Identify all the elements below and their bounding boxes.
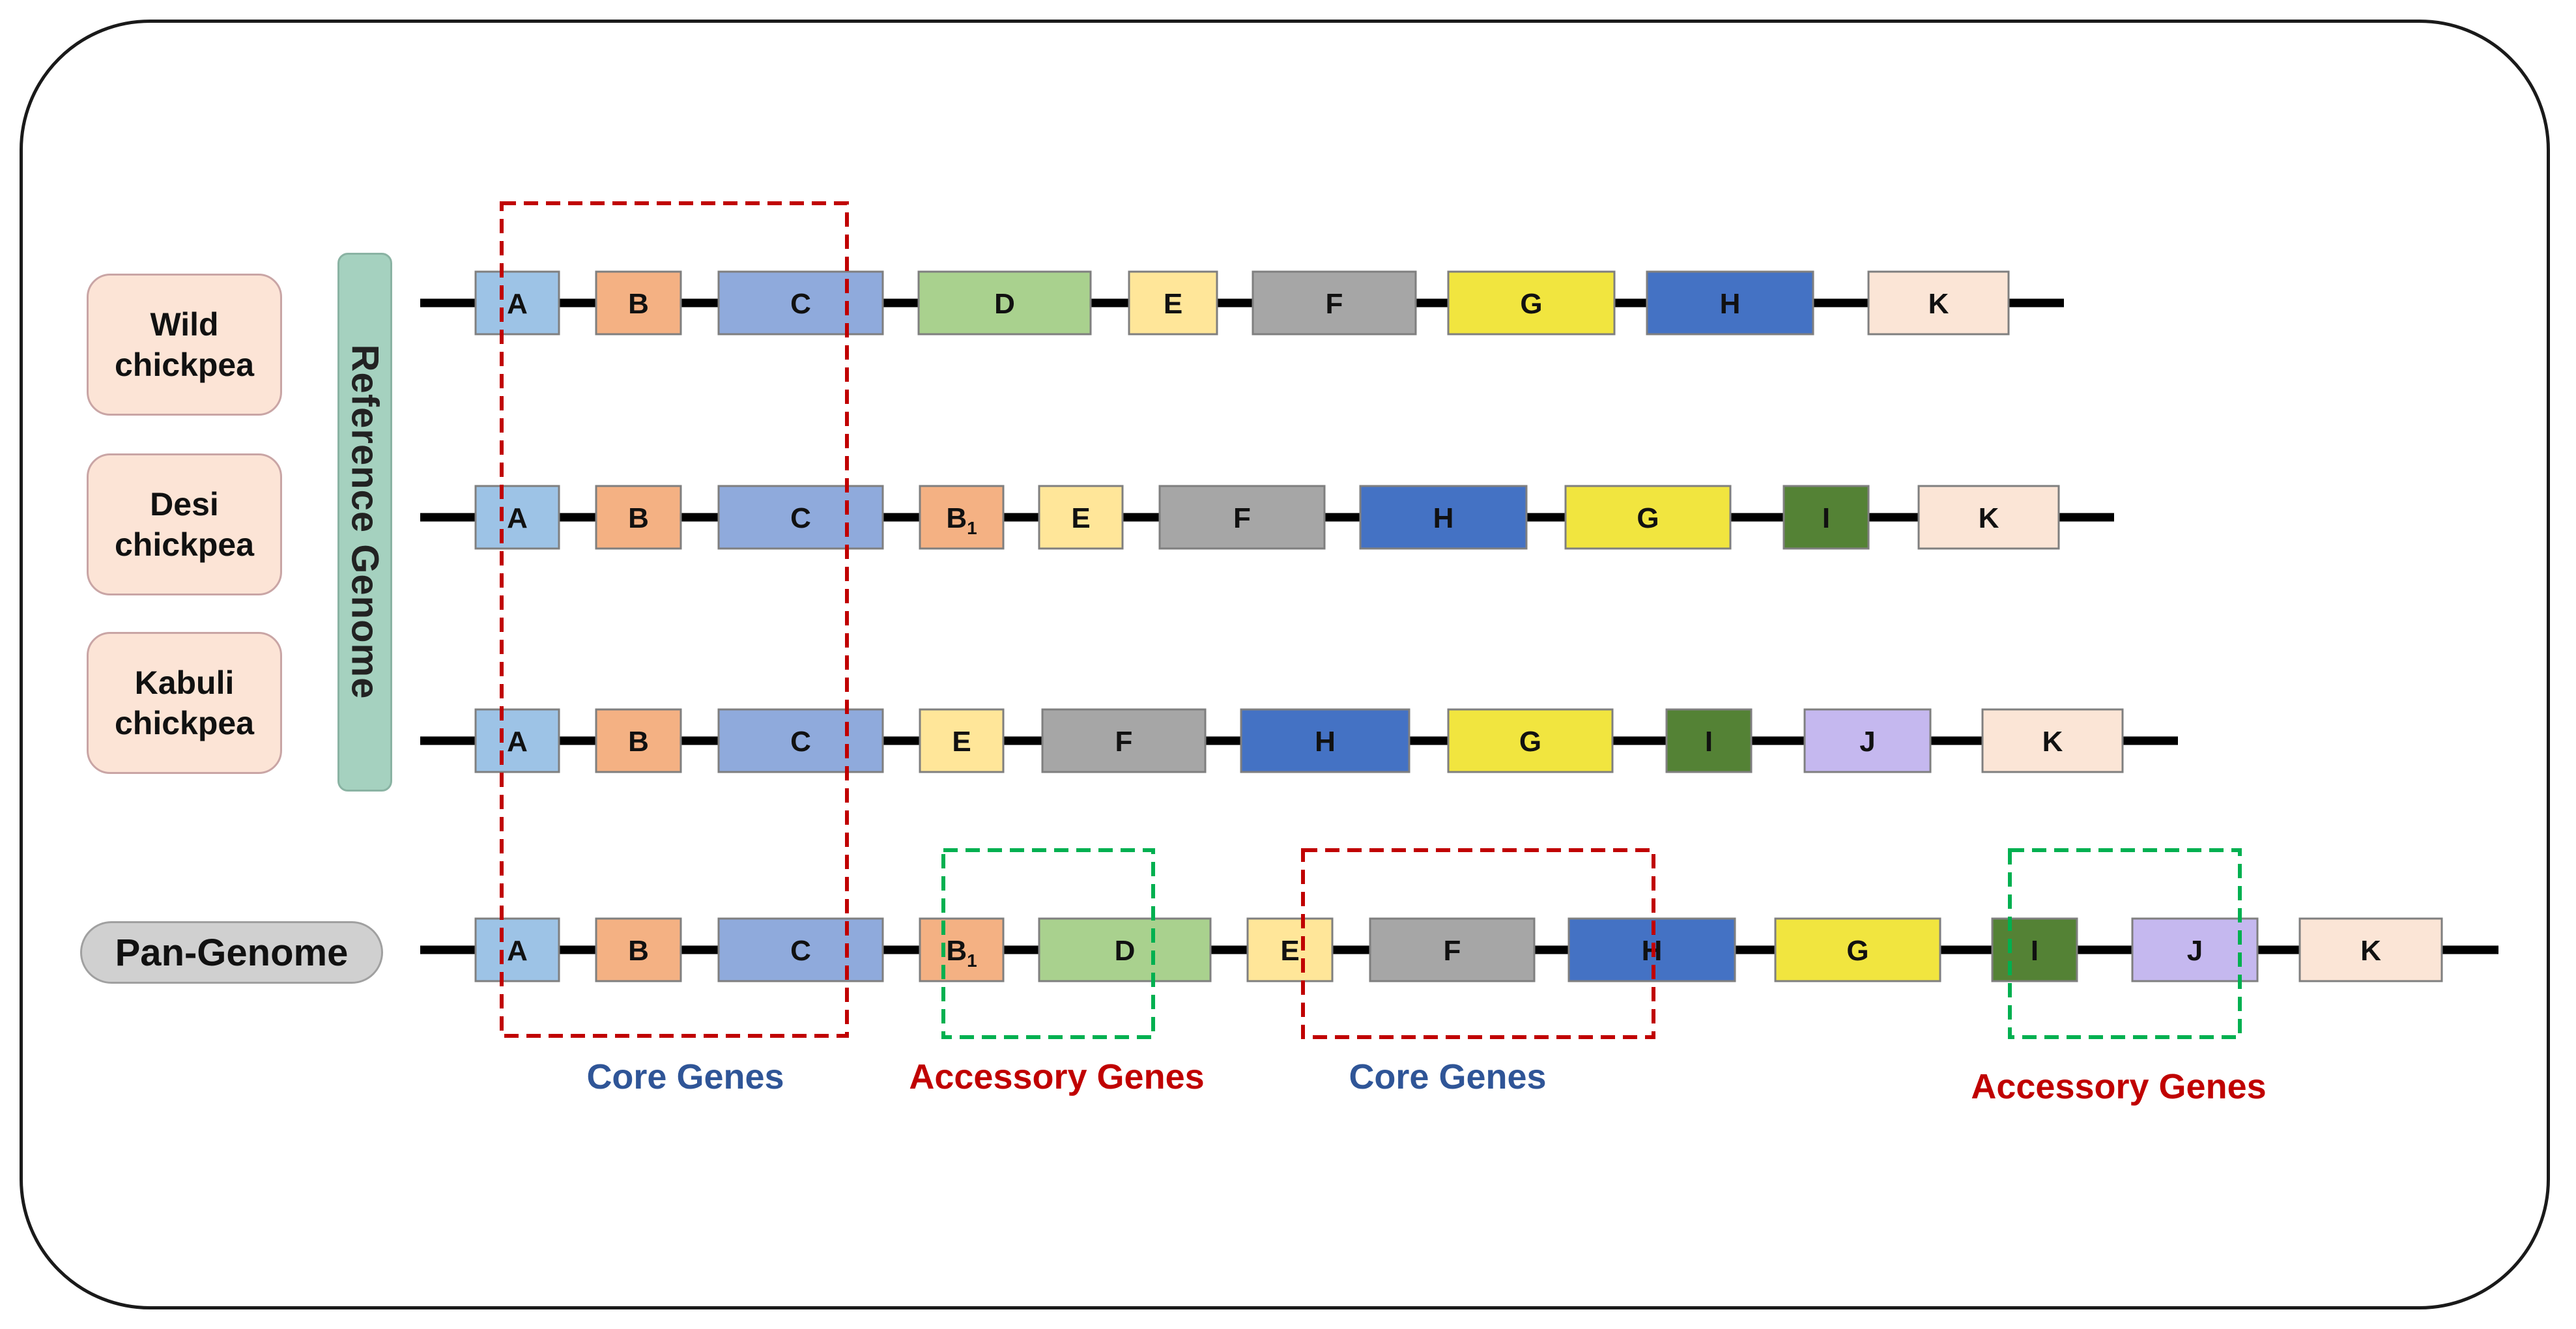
caption-accessory-genes-1: Accessory Genes <box>909 1057 1205 1096</box>
gene-box-c-row-1 <box>717 270 884 336</box>
gene-box-e-row-2 <box>1038 485 1124 550</box>
gene-label-b1-row-4: B1 <box>946 935 977 971</box>
gene-box-f-row-4 <box>1369 917 1536 982</box>
gene-label-g-row-3: G <box>1519 726 1541 758</box>
gene-label-i-row-2: I <box>1822 502 1830 534</box>
gene-box-d-row-4 <box>1038 917 1212 982</box>
gene-box-i-row-4 <box>1991 917 2078 982</box>
gene-box-k-row-3 <box>1981 708 2124 773</box>
gene-box-a-row-2 <box>474 485 560 550</box>
gene-label-b-row-4: B <box>628 935 649 967</box>
caption-core-genes-1: Core Genes <box>586 1057 784 1096</box>
gene-label-e-row-2: E <box>1071 502 1090 534</box>
gene-label-e-row-4: E <box>1280 935 1299 967</box>
gene-box-j-row-4 <box>2131 917 2259 982</box>
gene-box-b-row-4 <box>595 917 682 982</box>
gene-box-b1-row-4 <box>919 917 1005 982</box>
gene-label-g-row-4: G <box>1846 935 1868 967</box>
gene-label-c-row-3: C <box>790 726 811 758</box>
gene-box-b-row-2 <box>595 485 682 550</box>
gene-box-b-row-3 <box>595 708 682 773</box>
gene-label-b-row-1: B <box>628 288 649 320</box>
gene-box-b-row-1 <box>595 270 682 336</box>
accessory-genes-group-ij <box>2008 848 2242 1039</box>
gene-box-b1-row-2 <box>919 485 1005 550</box>
gene-box-h-row-1 <box>1646 270 1814 336</box>
gene-label-k-row-3: K <box>2042 726 2063 758</box>
strain-label-kabuli: Kabuli chickpea <box>87 632 282 774</box>
gene-box-a-row-3 <box>474 708 560 773</box>
gene-label-d-row-4: D <box>1115 935 1136 967</box>
gene-label-h-row-2: H <box>1433 502 1454 534</box>
gene-label-a-row-2: A <box>507 502 528 534</box>
gene-label-d-row-1: D <box>994 288 1015 320</box>
caption-accessory-genes-2: Accessory Genes <box>1971 1067 2267 1106</box>
gene-box-f-row-3 <box>1041 708 1207 773</box>
core-genes-group-abc <box>500 201 849 1038</box>
gene-label-i-row-4: I <box>2031 935 2039 967</box>
gene-label-g-row-2: G <box>1637 502 1659 534</box>
gene-label-c-row-2: C <box>790 502 811 534</box>
gene-box-e-row-1 <box>1128 270 1218 336</box>
gene-box-c-row-4 <box>717 917 884 982</box>
gene-box-f-row-2 <box>1158 485 1326 550</box>
strain-label-desi: Desi chickpea <box>87 453 282 595</box>
gene-label-f-row-1: F <box>1326 288 1343 320</box>
gene-label-k-row-2: K <box>1979 502 1999 534</box>
gene-label-h-row-1: H <box>1720 288 1741 320</box>
gene-box-k-row-4 <box>2298 917 2443 982</box>
gene-label-a-row-1: A <box>507 288 528 320</box>
gene-label-a-row-4: A <box>507 935 528 967</box>
gene-box-c-row-3 <box>717 708 884 773</box>
gene-label-h-row-3: H <box>1315 726 1336 758</box>
accessory-genes-group-b1-d <box>941 848 1155 1039</box>
gene-box-g-row-4 <box>1774 917 1941 982</box>
pan-genome-label: Pan-Genome <box>80 921 383 984</box>
gene-label-k-row-4: K <box>2360 935 2381 967</box>
gene-box-i-row-3 <box>1665 708 1753 773</box>
gene-box-h-row-3 <box>1240 708 1410 773</box>
gene-box-h-row-2 <box>1359 485 1528 550</box>
gene-box-i-row-2 <box>1782 485 1870 550</box>
gene-label-c-row-4: C <box>790 935 811 967</box>
gene-box-e-row-3 <box>919 708 1005 773</box>
strain-label-wild: Wild chickpea <box>87 274 282 416</box>
gene-box-a-row-4 <box>474 917 560 982</box>
gene-label-i-row-3: I <box>1705 726 1713 758</box>
figure-frame <box>20 20 2550 1309</box>
gene-label-e-row-1: E <box>1164 288 1182 320</box>
gene-box-g-row-3 <box>1447 708 1614 773</box>
gene-box-e-row-4 <box>1246 917 1334 982</box>
gene-label-f-row-2: F <box>1233 502 1251 534</box>
gene-box-d-row-1 <box>917 270 1092 336</box>
gene-label-c-row-1: C <box>790 288 811 320</box>
gene-box-j-row-3 <box>1803 708 1932 773</box>
gene-box-f-row-1 <box>1252 270 1417 336</box>
gene-box-k-row-1 <box>1867 270 2010 336</box>
core-genes-group-efh <box>1301 848 1655 1039</box>
gene-box-c-row-2 <box>717 485 884 550</box>
gene-label-k-row-1: K <box>1928 288 1949 320</box>
gene-box-g-row-1 <box>1447 270 1616 336</box>
gene-box-a-row-1 <box>474 270 560 336</box>
gene-label-b-row-3: B <box>628 726 649 758</box>
gene-label-a-row-3: A <box>507 726 528 758</box>
gene-label-e-row-3: E <box>952 726 971 758</box>
gene-box-k-row-2 <box>1917 485 2060 550</box>
gene-label-g-row-1: G <box>1520 288 1542 320</box>
caption-core-genes-2: Core Genes <box>1349 1057 1547 1096</box>
gene-label-j-row-3: J <box>1859 726 1875 758</box>
gene-label-j-row-4: J <box>2187 935 2203 967</box>
reference-genome-bar <box>337 253 392 792</box>
gene-label-b-row-2: B <box>628 502 649 534</box>
gene-label-f-row-4: F <box>1444 935 1461 967</box>
gene-box-g-row-2 <box>1564 485 1732 550</box>
gene-label-f-row-3: F <box>1115 726 1133 758</box>
